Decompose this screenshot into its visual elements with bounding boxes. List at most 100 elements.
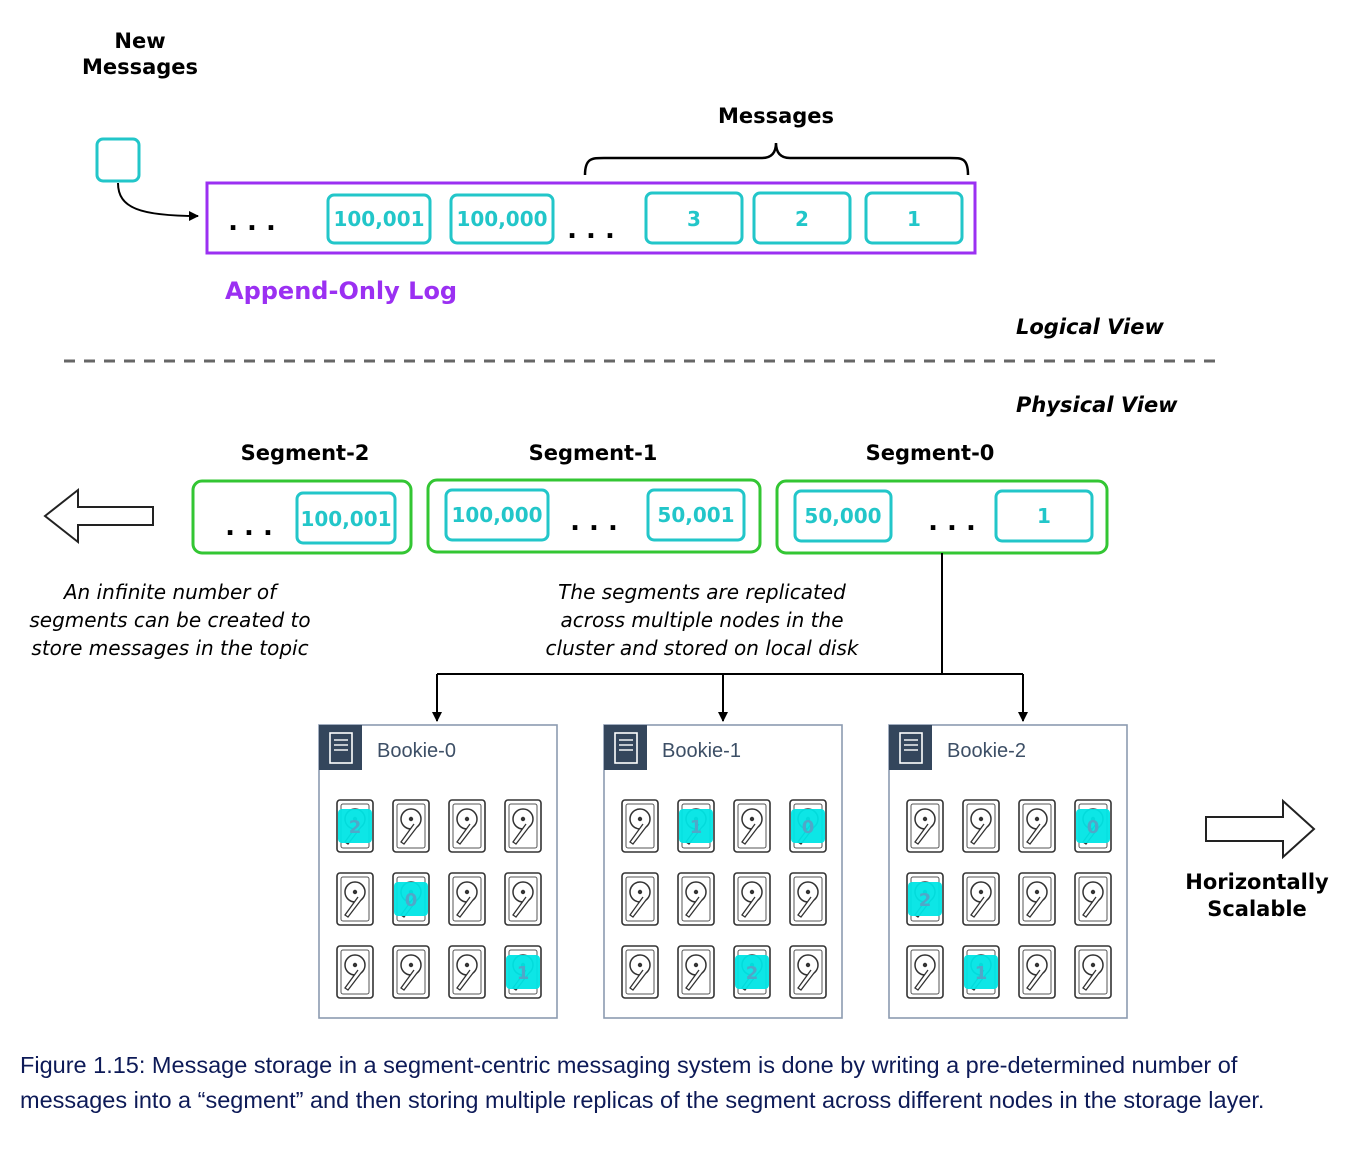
hard-disk-icon [336,945,374,999]
messages-brace-label: Messages [718,104,834,128]
log-entry-2 [752,191,852,245]
replica-label: 2 [349,817,362,838]
hard-disk-icon [962,799,1000,853]
log-dots-start: . . . [228,207,276,237]
replica-marker [1076,809,1110,843]
segment-1-dots: . . . [570,507,618,537]
replica-label: 2 [746,963,759,984]
replica-marker [735,955,769,989]
segment-entry-100000 [444,488,550,542]
segment-entry-label: 100,001 [300,507,391,531]
hard-disk-icon [621,872,659,926]
infinite-note-line: segments can be created to [29,608,310,632]
server-icon [614,732,638,764]
physical-view-label: Physical View [1016,393,1178,417]
hard-disk-icon [392,945,430,999]
replica-label: 1 [690,817,703,838]
log-entry-1 [864,191,964,245]
replicated-note-line: across multiple nodes in the [560,608,843,632]
segment-entry-50001 [646,488,746,542]
bookie-name: Bookie-0 [377,740,456,762]
log-entry-label: 1 [907,207,921,231]
replica-label: 0 [405,890,418,911]
hard-disk-icon [448,799,486,853]
hard-disk-icon: 2 [336,799,374,853]
hard-disk-icon [1018,799,1056,853]
hard-disk-icon [1018,945,1056,999]
scalable-label-line1: Horizontally [1185,870,1329,894]
segment-entry-label: 50,000 [804,504,881,528]
segment-2-title: Segment-2 [241,441,370,465]
log-entry-3 [644,191,744,245]
segment-entry-100001 [295,491,397,545]
segment-0-title: Segment-0 [866,441,995,465]
hollow-arrow-left-icon [43,487,154,545]
hard-disk-icon [1074,945,1112,999]
bookie-node: Bookie-1 1 0 2 [603,724,843,1019]
new-message-arrow [117,182,199,221]
new-message-box [95,137,141,183]
hard-disk-icon [336,872,374,926]
segment-entry-1 [994,489,1094,543]
new-messages-label-line2: Messages [82,55,198,79]
server-icon [329,732,353,764]
hard-disk-icon [1074,872,1112,926]
hard-disk-icon: 0 [1074,799,1112,853]
replica-marker [908,882,942,916]
hard-disk-icon: 1 [504,945,542,999]
replicated-note-line: cluster and stored on local disk [546,636,860,660]
replica-label: 0 [1087,817,1100,838]
hard-disk-icon: 2 [733,945,771,999]
hard-disk-icon [621,945,659,999]
log-entry-100001 [326,193,432,245]
hard-disk-icon: 1 [962,945,1000,999]
segment-entry-50000 [793,489,893,543]
hard-disk-icon [789,872,827,926]
replication-connector [432,553,1028,722]
segment-entry-label: 100,000 [451,503,542,527]
log-entry-label: 100,001 [333,207,424,231]
infinite-note-line: store messages in the topic [31,636,308,660]
hard-disk-icon: 1 [677,799,715,853]
scalable-label-line2: Scalable [1207,897,1307,921]
replica-marker [394,882,428,916]
hard-disk-icon: 2 [906,872,944,926]
hard-disk-icon [906,799,944,853]
replica-label: 1 [517,963,530,984]
replica-marker [964,955,998,989]
segment-0-dots: . . . [928,507,976,537]
segment-entry-label: 50,001 [657,503,734,527]
hard-disk-icon [789,945,827,999]
log-entry-label: 3 [687,207,701,231]
log-entry-100000 [449,193,555,245]
hard-disk-icon [906,945,944,999]
bookie-node: Bookie-2 0 2 1 [888,724,1128,1019]
append-only-log-label: Append-Only Log [225,277,457,305]
new-messages-label-line1: New [114,29,165,53]
bookie-name: Bookie-1 [662,740,741,762]
replica-marker [338,809,372,843]
log-entry-label: 2 [795,207,809,231]
hard-disk-icon [621,799,659,853]
hard-disk-icon [677,945,715,999]
segment-entry-label: 1 [1037,504,1051,528]
replicated-note-line: The segments are replicated [558,580,846,604]
storage-diagram: New Messages Messages . . . 100,001 100,… [29,29,1329,1019]
hard-disk-icon [962,872,1000,926]
log-entry-label: 100,000 [456,207,547,231]
figure-caption: Figure 1.15: Message storage in a segmen… [20,1052,1265,1113]
replica-marker [506,955,540,989]
hollow-arrow-right-icon [1205,798,1316,860]
hard-disk-icon [733,799,771,853]
hard-disk-icon [392,799,430,853]
replica-marker [791,809,825,843]
bookies: Bookie-0 2 0 1 Bookie-1 1 0 2 Bookie-2 0 2 1 [318,724,1128,1019]
hard-disk-icon [448,872,486,926]
infinite-note-line: An infinite number of [62,580,279,604]
logical-view-label: Logical View [1016,315,1164,339]
hard-disk-icon [733,872,771,926]
log-dots-mid: . . . [567,215,615,245]
replica-label: 0 [802,817,815,838]
bookie-name: Bookie-2 [947,740,1026,762]
replica-label: 2 [919,890,932,911]
